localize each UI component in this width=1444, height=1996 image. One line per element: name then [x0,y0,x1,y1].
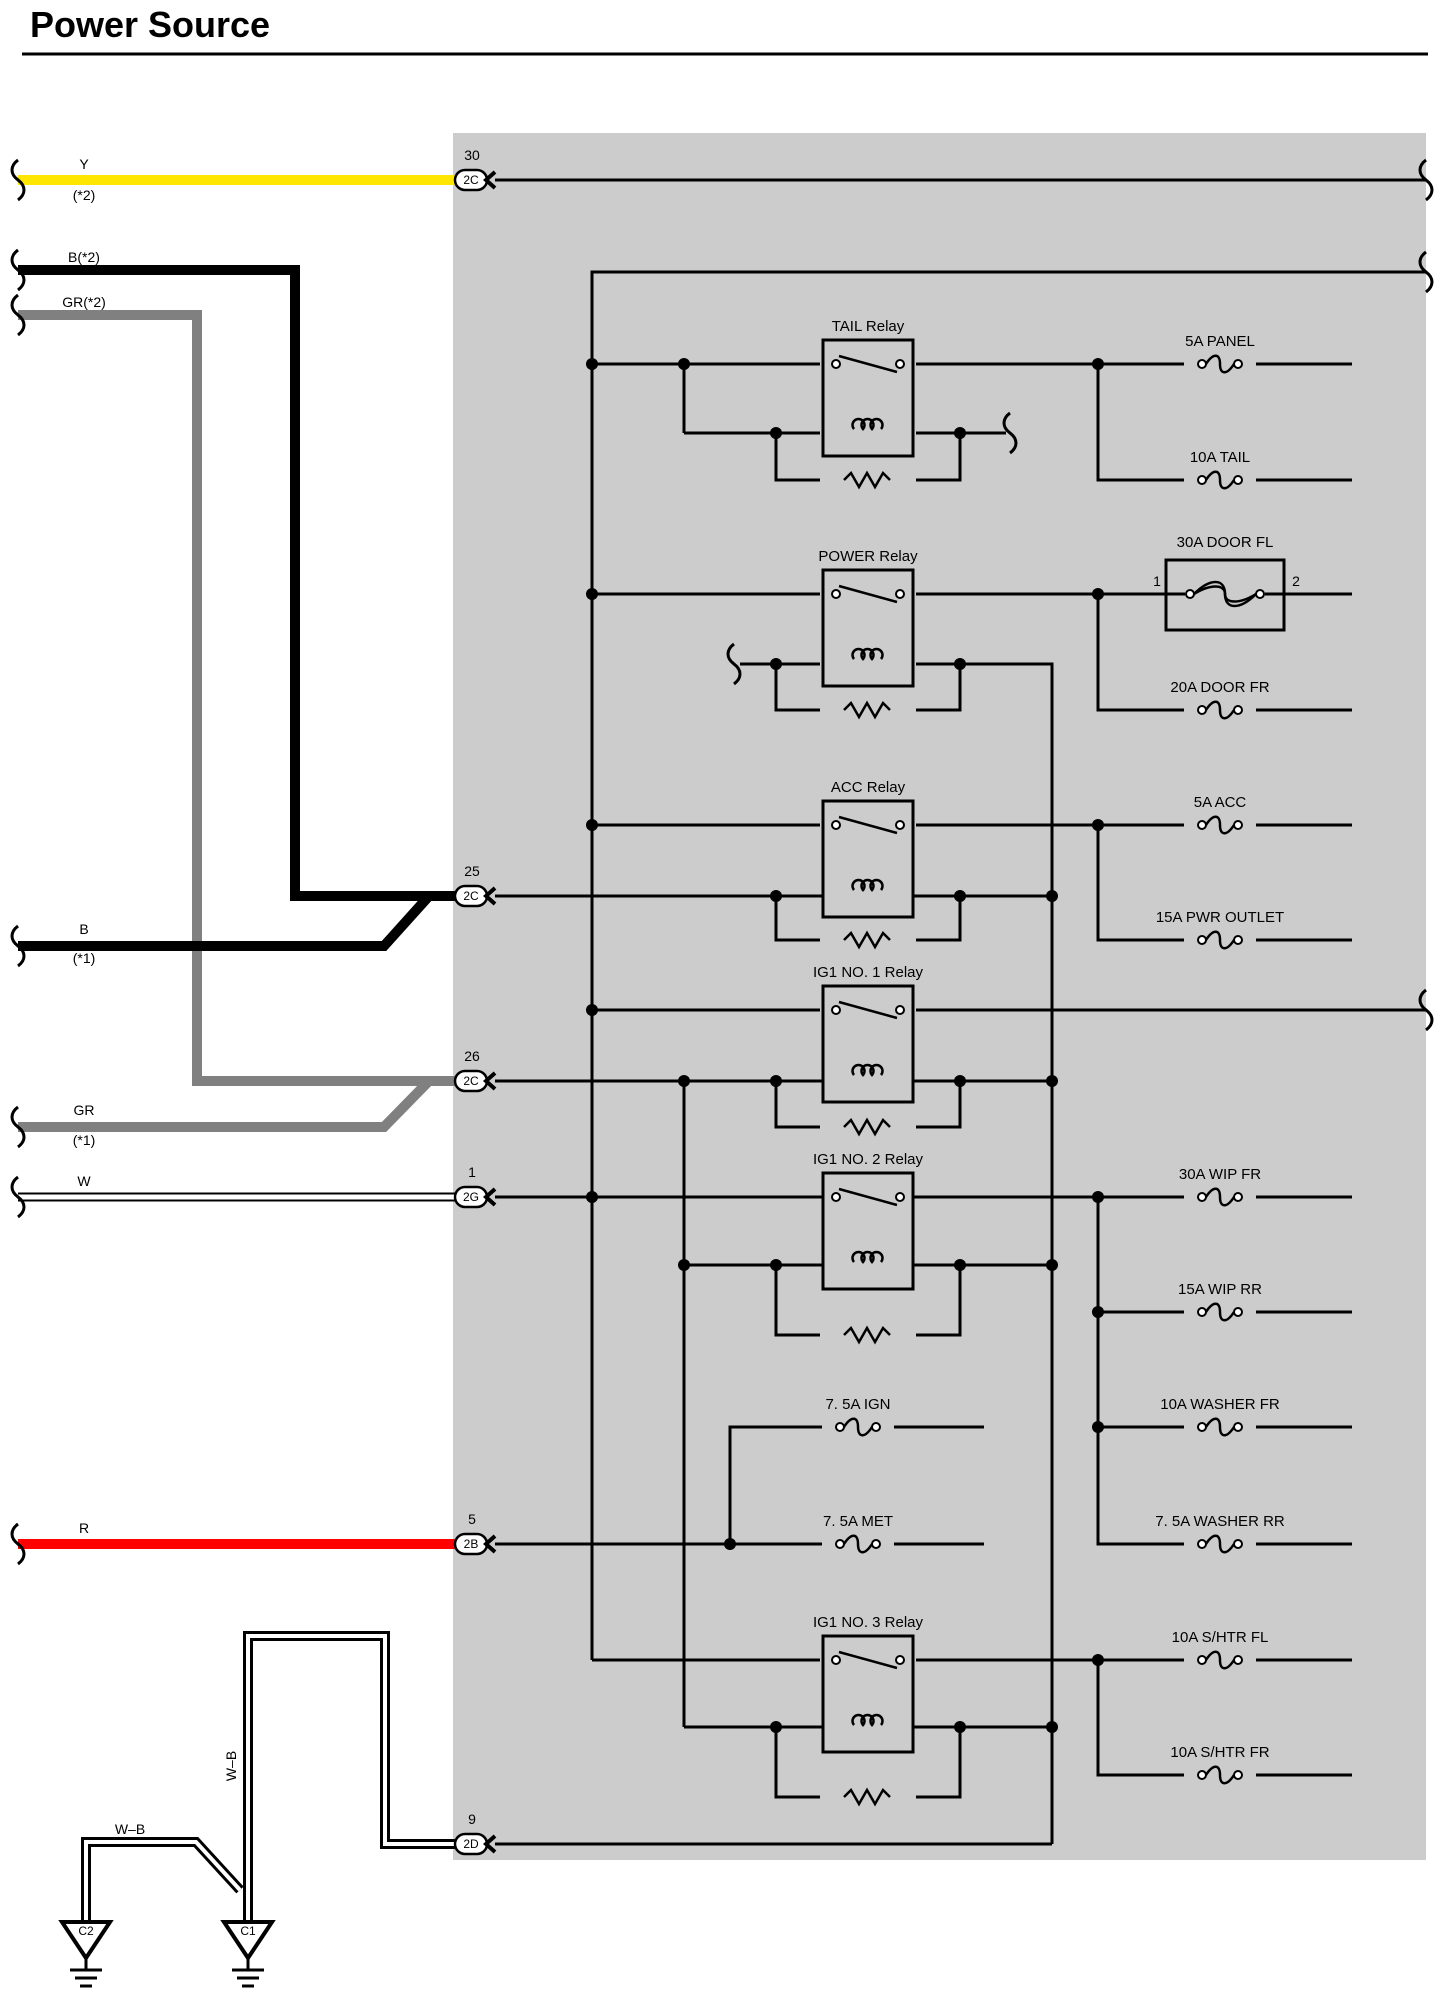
connector-9-2d: 2D 9 [453,1811,497,1856]
connector-pin: 1 [468,1164,476,1180]
page-title: Power Source [30,4,271,45]
fuse-10a-tail: 10A TAIL [1184,449,1256,490]
relay-ig1-no3: IG1 NO. 3 Relay [813,1614,924,1806]
relay-ig1-no2: IG1 NO. 2 Relay [813,1151,924,1344]
wire-wb-c1 [246,1634,459,1922]
wire-w-label: W [77,1173,91,1189]
relay-acc: ACC Relay [821,779,915,949]
connector-5-2b: 2B 5 [453,1511,497,1556]
wire-b1-note: (*1) [73,950,96,966]
wire-r-label: R [79,1520,89,1536]
fuse-15a-pwr-outlet: 15A PWR OUTLET [1156,909,1284,950]
relay-tail: TAIL Relay [821,318,915,489]
ground-c2-label: C2 [78,1924,94,1938]
connector-pin: 25 [464,863,480,879]
fuse-pin-label: 1 [1153,573,1161,589]
fuse-label: 5A ACC [1194,794,1247,811]
connector-pin: 26 [464,1048,480,1064]
ground-c2: C2 [58,1920,114,1988]
fuse-7-5a-met: 7. 5A MET [822,1513,894,1554]
fuse-5a-panel: 5A PANEL [1184,333,1256,374]
fuse-label: 10A TAIL [1190,449,1250,466]
fuse-5a-acc: 5A ACC [1184,794,1256,835]
junction-dots [586,358,1104,1733]
connector-code: 2B [464,1537,479,1551]
connector-code: 2C [463,173,479,187]
connector-25-2c: 2C 25 [453,863,497,908]
ground-c1-label: C1 [240,1924,256,1938]
fuse-30a-door-fl: 30A DOOR FL 1 2 [1153,534,1300,632]
relay-icon [821,568,915,688]
relay-label: IG1 NO. 3 Relay [813,1614,924,1631]
connector-30-2c: 2C 30 [453,147,497,192]
fuse-label: 7. 5A IGN [825,1396,890,1413]
fuse-label: 7. 5A WASHER RR [1155,1513,1285,1530]
relay-label: TAIL Relay [832,318,905,335]
fuse-30a-wip-fr: 30A WIP FR [1179,1166,1261,1207]
fuse-7-5a-washer-rr: 7. 5A WASHER RR [1155,1513,1285,1554]
fuse-10a-shtr-fr: 10A S/HTR FR [1170,1744,1270,1785]
relay-label: POWER Relay [818,548,918,565]
wire-gr1-note: (*1) [73,1132,96,1148]
fuse-label: 20A DOOR FR [1170,679,1269,696]
connector-code: 2G [463,1190,479,1204]
fuse-10a-shtr-fl: 10A S/HTR FL [1172,1629,1269,1670]
wire-gr1 [18,1077,433,1132]
relay-ig1-no1: IG1 NO. 1 Relay [813,964,924,1136]
relay-icon [821,984,915,1104]
relay-icon [821,799,915,919]
wire-wb-label: W–B [223,1751,239,1781]
connector-pin: 9 [468,1811,476,1827]
relay-label: ACC Relay [831,779,906,796]
wire-b2-label: B(*2) [68,249,100,265]
relay-icon [821,338,915,458]
fuse-pin-label: 2 [1292,573,1300,589]
relay-icon [821,1634,915,1754]
wire-gr2 [18,310,459,1086]
wire-gr1-label: GR [74,1102,95,1118]
relay-label: IG1 NO. 2 Relay [813,1151,924,1168]
wire-gr2-label: GR(*2) [62,294,106,310]
connector-pin: 5 [468,1511,476,1527]
fuse-20a-door-fr: 20A DOOR FR [1170,679,1270,720]
connector-code: 2D [463,1837,479,1851]
fuse-label: 30A WIP FR [1179,1166,1261,1183]
fuse-label: 5A PANEL [1185,333,1255,350]
wire-b1-label: B [79,921,88,937]
wire-wb-c1-outline [243,1631,459,1922]
connector-26-2c: 2C 26 [453,1048,497,1093]
fuse-label: 10A WASHER FR [1160,1396,1280,1413]
external-wires [10,158,459,1922]
wire-b1 [18,892,433,951]
relay-block-box [453,133,1426,1860]
wire-wb-label: W–B [115,1821,145,1837]
fuse-label: 10A S/HTR FL [1172,1629,1269,1646]
relay-label: IG1 NO. 1 Relay [813,964,924,981]
wire-wb-c2-outline [81,1837,244,1922]
connector-code: 2C [463,1074,479,1088]
connector-pin: 30 [464,147,480,163]
wire-b2 [18,265,459,901]
wire-y-label: Y [79,156,89,172]
fuse-label: 7. 5A MET [823,1513,893,1530]
fuse-label: 10A S/HTR FR [1170,1744,1269,1761]
wire-wb-c2 [84,1840,242,1922]
ground-c1: C1 [220,1920,276,1988]
relay-icon [821,1171,915,1291]
connector-code: 2C [463,889,479,903]
connector-1-2g: 2G 1 [453,1164,497,1209]
fuse-label: 30A DOOR FL [1177,534,1274,551]
fuse-label: 15A PWR OUTLET [1156,909,1284,926]
relay-power: POWER Relay [818,548,918,719]
fuse-7-5a-ign: 7. 5A IGN [822,1396,894,1437]
wire-y-note: (*2) [73,187,96,203]
fuse-15a-wip-rr: 15A WIP RR [1178,1281,1262,1322]
fuse-label: 15A WIP RR [1178,1281,1262,1298]
fuse-10a-washer-fr: 10A WASHER FR [1160,1396,1280,1437]
